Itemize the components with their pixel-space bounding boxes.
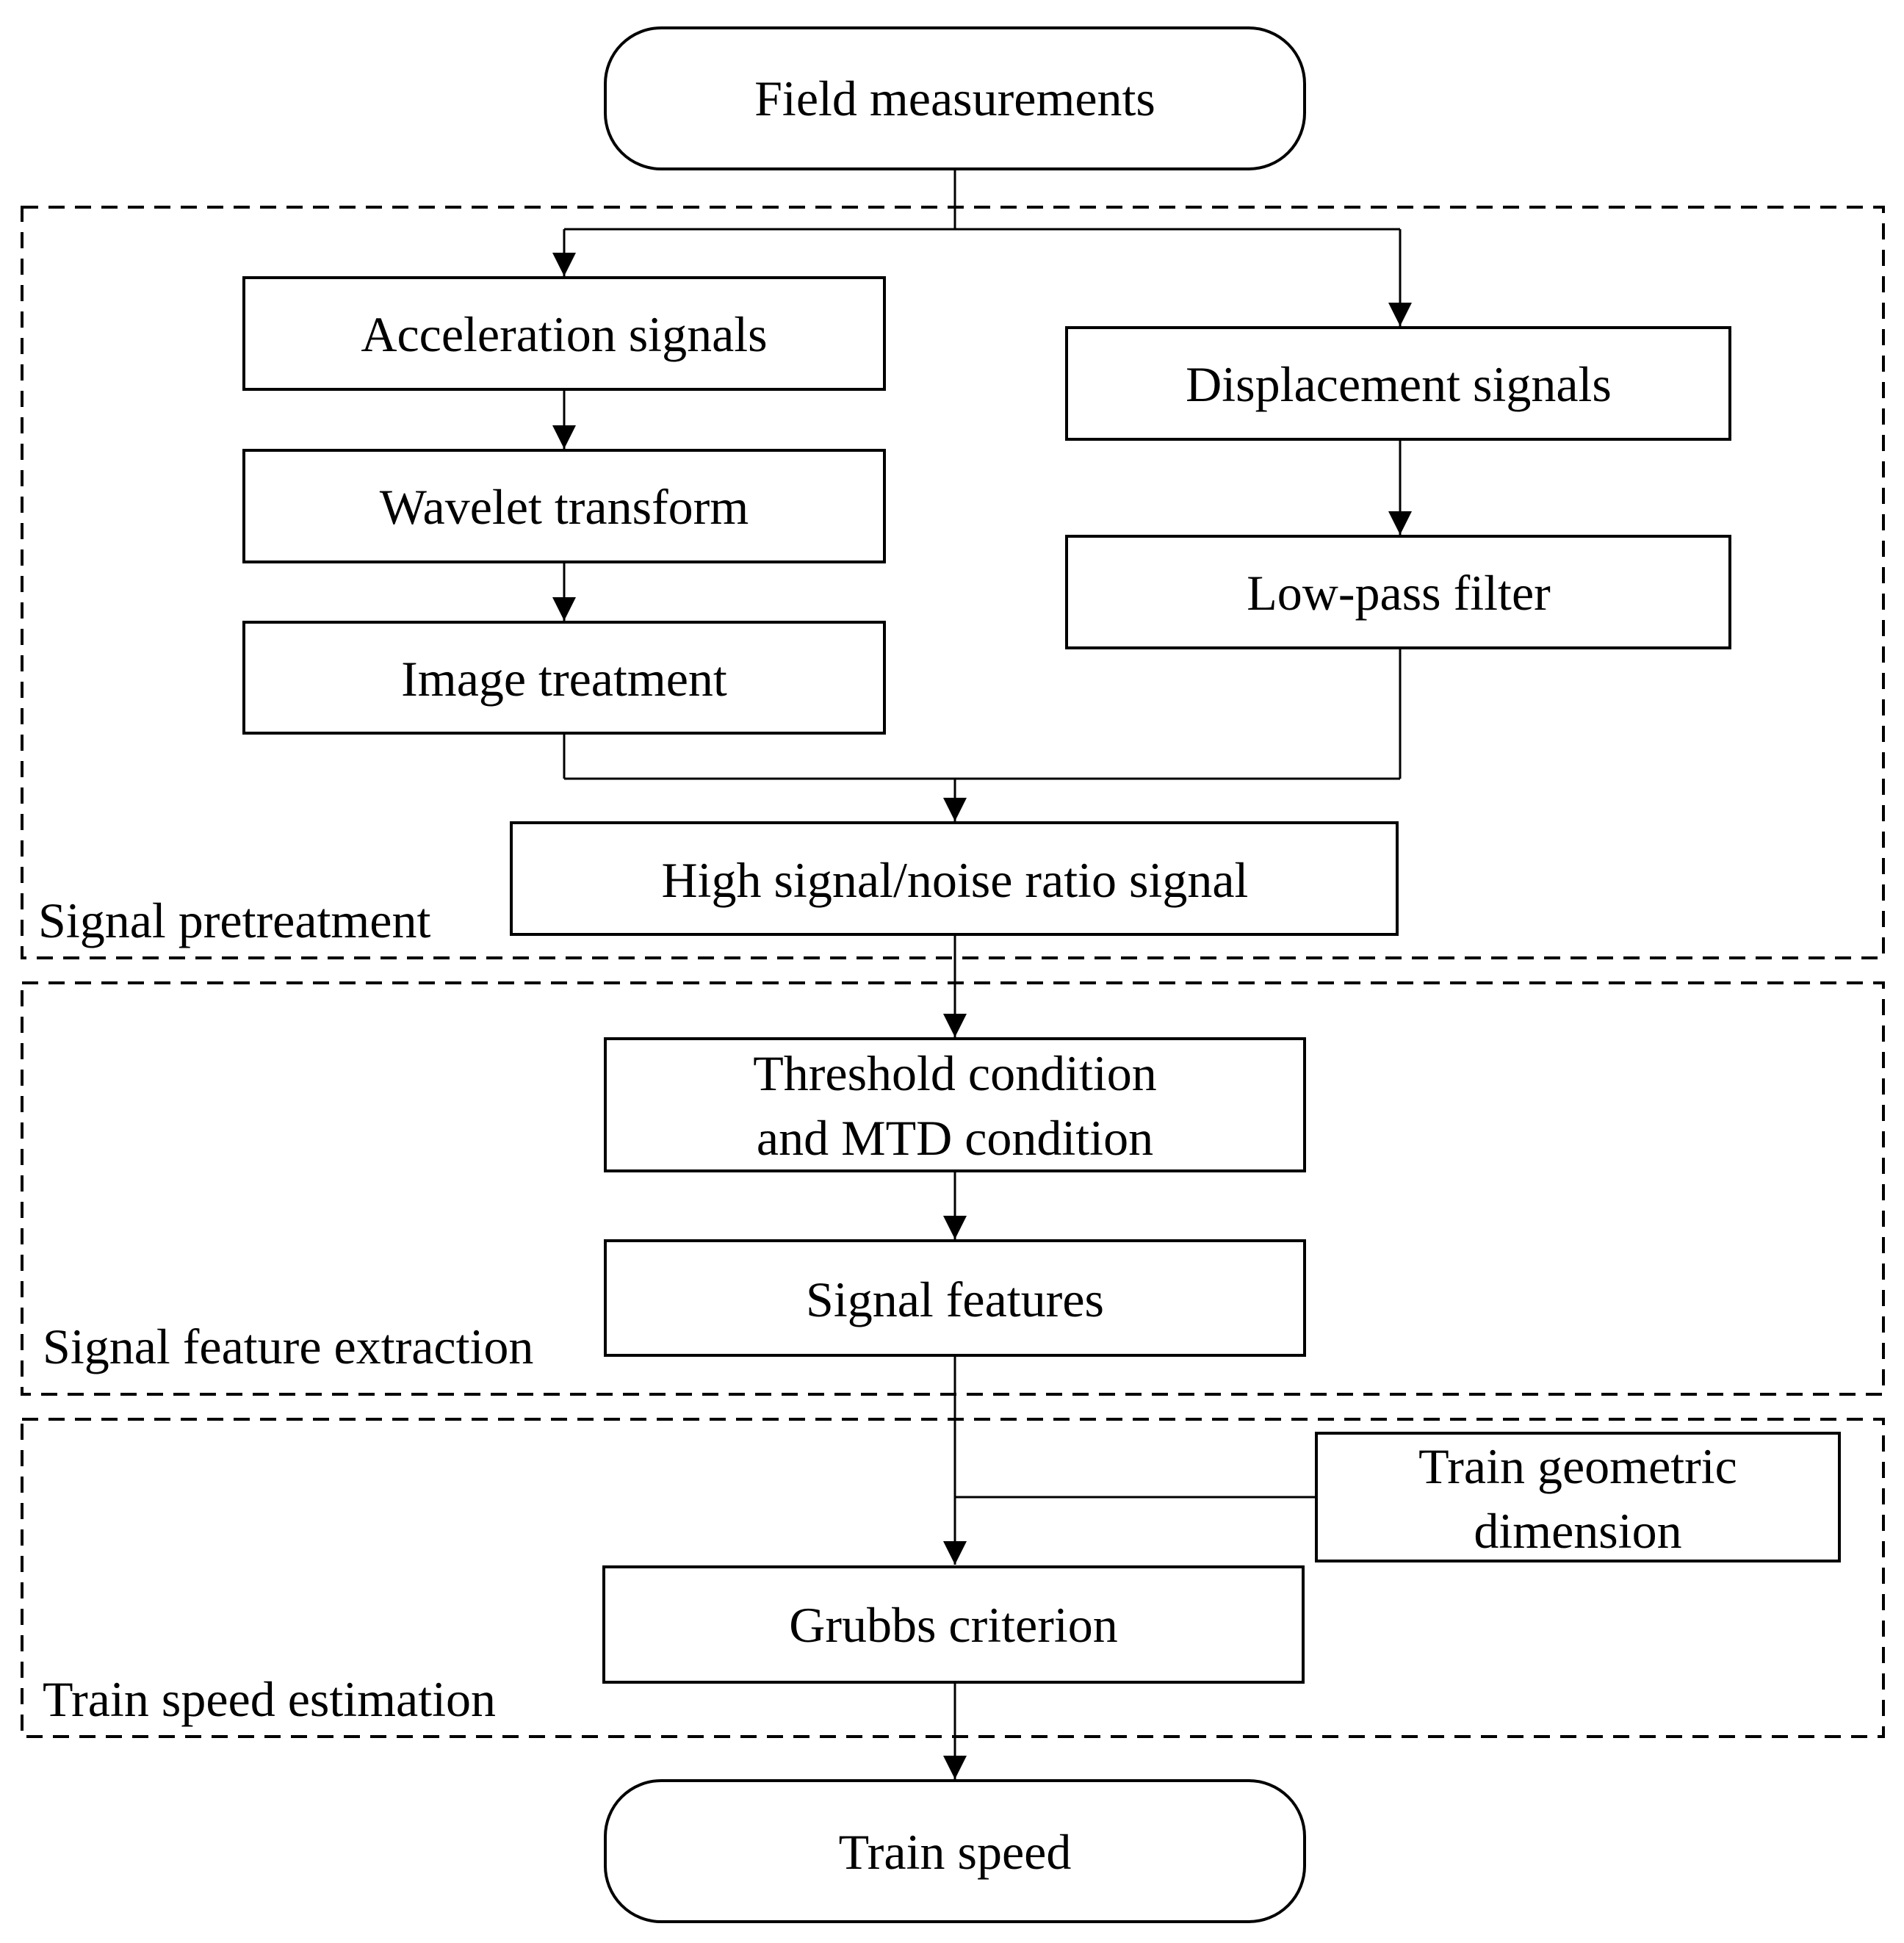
- signal-features-label: Signal features: [806, 1272, 1104, 1327]
- wavelet-transform-label: Wavelet transform: [380, 479, 749, 535]
- threshold-condition-label-line1: Threshold condition: [753, 1045, 1157, 1101]
- acceleration-signals-label: Acceleration signals: [361, 306, 767, 362]
- connectors: [552, 170, 1412, 1779]
- wavelet-transform-node: [242, 449, 886, 563]
- group-frame-train-speed-estimation: [21, 1418, 1885, 1738]
- train-geometric-dimension-label-line2: dimension: [1474, 1503, 1681, 1559]
- displacement-signals-label: Displacement signals: [1186, 356, 1612, 412]
- train-geometric-dimension-node: [1315, 1432, 1841, 1562]
- acceleration-signals-node: [242, 276, 886, 391]
- train-speed-node: [604, 1779, 1306, 1923]
- grubbs-criterion-node: [602, 1565, 1305, 1684]
- train-speed-label: Train speed: [839, 1824, 1072, 1880]
- signal-features-node: [604, 1239, 1306, 1357]
- field-measurements-node: [604, 26, 1306, 170]
- displacement-signals-node: [1065, 326, 1731, 441]
- image-treatment-node: [242, 621, 886, 735]
- group-frame-signal-pretreatment: [21, 206, 1885, 959]
- group-label-signal-feature-extraction: Signal feature extraction: [43, 1319, 533, 1374]
- image-treatment-label: Image treatment: [401, 651, 727, 707]
- group-frame-signal-feature-extraction: [21, 981, 1885, 1396]
- high-snr-signal-label: High signal/noise ratio signal: [662, 852, 1249, 908]
- threshold-condition-label-line2: and MTD condition: [757, 1110, 1153, 1166]
- group-label-signal-pretreatment: Signal pretreatment: [38, 893, 430, 948]
- low-pass-filter-node: [1065, 535, 1731, 649]
- grubbs-criterion-label: Grubbs criterion: [789, 1597, 1118, 1653]
- high-snr-signal-node: [510, 821, 1399, 936]
- threshold-condition-node: [604, 1037, 1306, 1172]
- low-pass-filter-label: Low-pass filter: [1247, 565, 1551, 621]
- field-measurements-label: Field measurements: [754, 71, 1155, 126]
- train-geometric-dimension-label-line1: Train geometric: [1418, 1438, 1737, 1494]
- group-label-train-speed-estimation: Train speed estimation: [43, 1671, 496, 1727]
